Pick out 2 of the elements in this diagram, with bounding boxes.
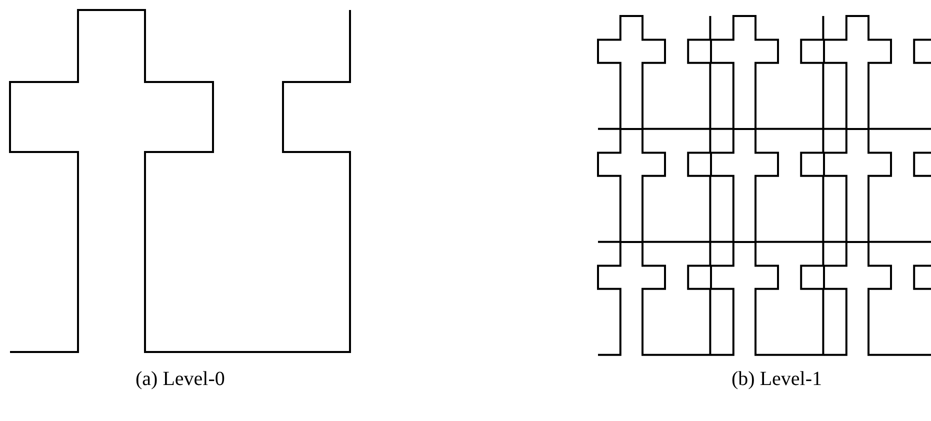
figure-caption: (b) Level-1	[732, 368, 822, 391]
figure-caption: (a) Level-0	[136, 368, 225, 391]
